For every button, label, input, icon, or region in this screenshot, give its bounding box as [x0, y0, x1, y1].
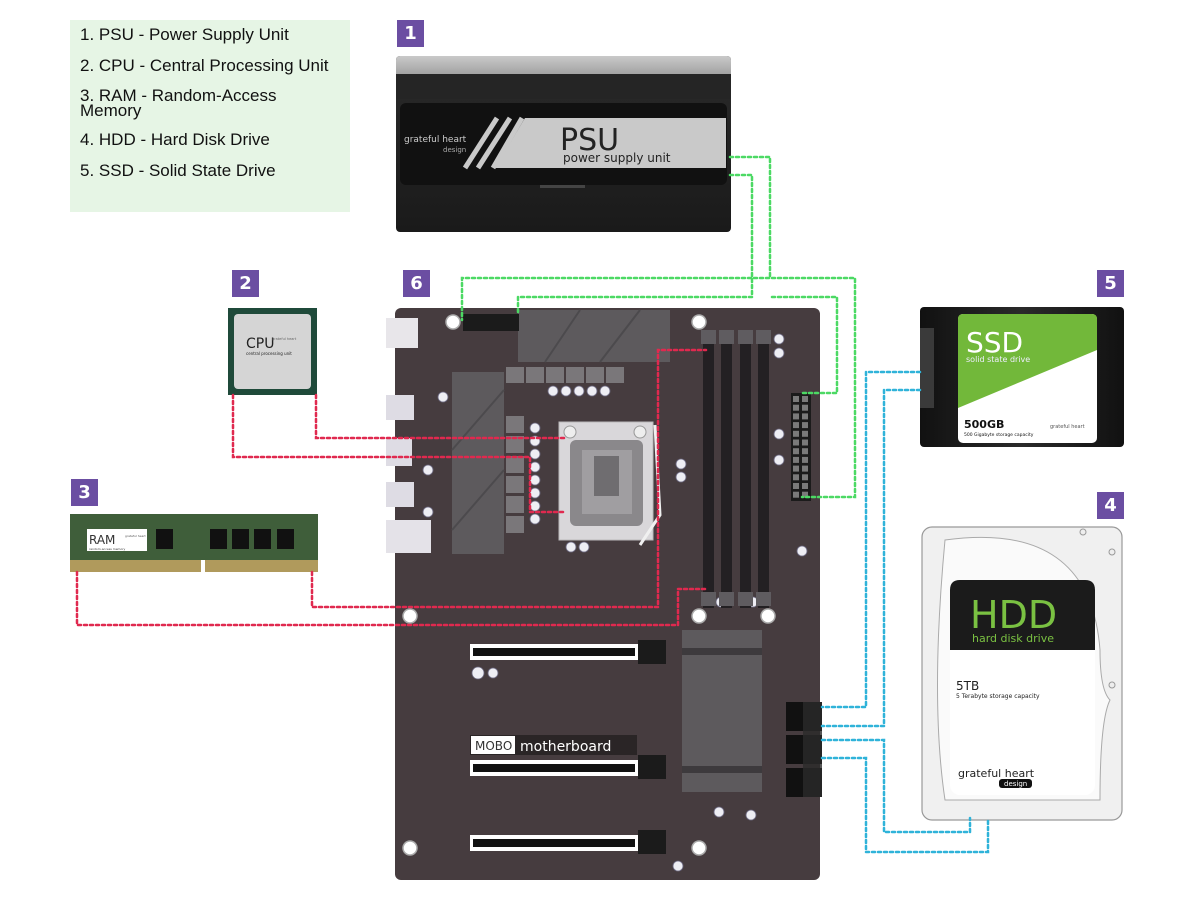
atx-pin: [793, 396, 799, 402]
vrm-heatsink-left: [452, 372, 504, 554]
ram-slots: [701, 330, 771, 608]
cpu-socket: [558, 421, 662, 546]
psu-brand-design: design: [443, 146, 466, 154]
legend-item-psu: 1. PSU - Power Supply Unit: [80, 25, 289, 44]
io-port-ethernet: [386, 520, 431, 553]
atx-pin: [793, 465, 799, 472]
cpu-subtitle: central processing unit: [246, 351, 292, 356]
legend-item-hdd: 4. HDD - Hard Disk Drive: [80, 130, 270, 149]
legend-item-ram: 3. RAM - Random-Access Memory: [80, 86, 277, 120]
ram-subtitle: random-access memory: [89, 547, 126, 551]
io-port-usb: [386, 395, 414, 420]
atx-pin: [793, 491, 799, 498]
cpu-brand: grateful heart: [272, 337, 297, 341]
atx-pin: [793, 404, 799, 411]
io-port-hdmi: [386, 438, 412, 466]
atx-pin: [802, 483, 808, 489]
psu-title: PSU: [560, 123, 619, 158]
atx-pin: [802, 396, 808, 402]
cable-ssd-sata-b: [820, 388, 922, 728]
motherboard-label: motherboard: [520, 739, 611, 755]
legend-item-cpu: 2. CPU - Central Processing Unit: [80, 56, 329, 75]
cpu-power-8pin: [463, 314, 519, 331]
io-port: [386, 318, 418, 348]
badge-motherboard: 6: [403, 270, 430, 297]
ram-title: RAM: [89, 533, 115, 547]
motherboard-label-short: MOBO: [475, 739, 512, 753]
ssd-capacity: 500GB: [964, 418, 1004, 431]
atx-24pin-connector: [791, 393, 811, 501]
chipset-heatsink: [682, 630, 762, 792]
hdd-capacity-desc: 5 Terabyte storage capacity: [956, 693, 1040, 700]
atx-pin: [793, 413, 799, 420]
badge-ssd: 5: [1097, 270, 1124, 297]
atx-pin: [802, 422, 808, 429]
cpu: CPU central processing unit grateful hea…: [228, 308, 317, 395]
ssd: SSD solid state drive 500GB 500 Gigabyte…: [920, 307, 1124, 447]
legend: 1. PSU - Power Supply Unit 2. CPU - Cent…: [70, 20, 350, 212]
atx-pin: [802, 474, 808, 481]
pcie-slots: [470, 640, 666, 854]
hdd-capacity: 5TB: [956, 679, 979, 693]
atx-pin: [793, 439, 799, 446]
psu: PSU power supply unit grateful heart des…: [396, 56, 731, 232]
badge-psu: 1: [397, 20, 424, 47]
atx-pin: [793, 483, 799, 489]
cable-psu-cpu8pin-a: [460, 155, 772, 322]
atx-pin: [793, 456, 799, 463]
cable-cpu-socket-b: [231, 393, 567, 514]
ssd-brand: grateful heart: [1050, 424, 1085, 430]
atx-pin: [802, 448, 808, 455]
motherboard: MOBO motherboard: [386, 308, 822, 880]
hdd-brand: grateful heart: [958, 767, 1035, 780]
atx-pin: [793, 430, 799, 437]
atx-pin: [802, 404, 808, 411]
psu-subtitle: power supply unit: [563, 151, 671, 165]
atx-pin: [802, 439, 808, 446]
badge-ram: 3: [71, 479, 98, 506]
cable-hdd-sata-b: [820, 756, 990, 854]
cable-ssd-sata-a: [820, 370, 922, 709]
atx-pin: [802, 430, 808, 437]
ssd-capacity-desc: 500 Gigabyte storage capacity: [964, 432, 1034, 438]
atx-pin: [802, 491, 808, 498]
atx-pin: [802, 465, 808, 472]
ram-module: RAM random-access memory grateful heart: [70, 514, 318, 572]
hdd-brand-design: design: [1004, 780, 1027, 788]
cable-hdd-sata-a: [820, 738, 972, 834]
vrm-heatsink-top: [518, 310, 670, 362]
ssd-title: SSD: [966, 326, 1023, 359]
cpu-title: CPU: [246, 336, 274, 352]
ssd-subtitle: solid state drive: [966, 355, 1030, 364]
hdd: HDD hard disk drive 5TB 5 Terabyte stora…: [921, 526, 1123, 821]
legend-item-ssd: 5. SSD - Solid State Drive: [80, 161, 276, 180]
cable-ram-slot-b: [75, 570, 708, 627]
ram-brand: grateful heart: [125, 534, 147, 538]
badge-cpu: 2: [232, 270, 259, 297]
atx-pin: [793, 422, 799, 429]
cable-psu-atx-b: [770, 295, 839, 395]
cable-cpu-socket-a: [314, 393, 566, 440]
io-port-usb: [386, 482, 414, 507]
sata-ports: [786, 702, 822, 797]
psu-brand: grateful heart: [404, 135, 467, 145]
badge-hdd: 4: [1097, 492, 1124, 519]
atx-pin: [802, 413, 808, 420]
cable-psu-cpu8pin-b: [516, 173, 754, 317]
cable-psu-atx-a: [770, 276, 857, 499]
hdd-title: HDD: [970, 593, 1057, 637]
atx-pin: [793, 474, 799, 481]
atx-pin: [793, 448, 799, 455]
hdd-subtitle: hard disk drive: [972, 632, 1054, 645]
cable-ram-slot-a: [310, 348, 708, 609]
atx-pin: [802, 456, 808, 463]
